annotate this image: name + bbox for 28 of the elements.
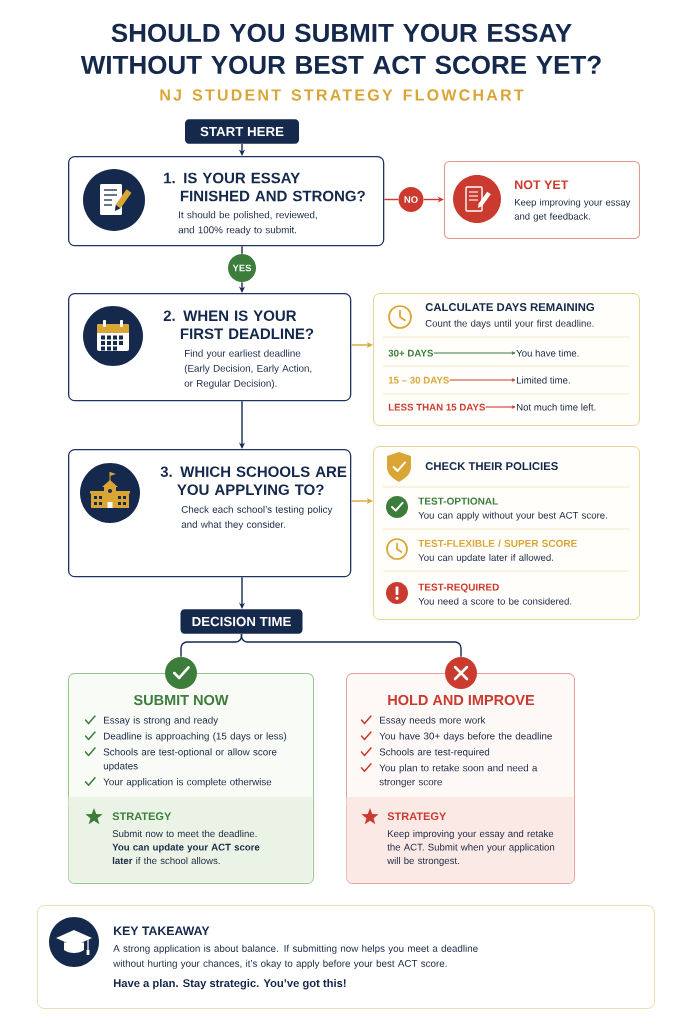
arrow — [433, 351, 516, 355]
policy-text: TEST-FLEXIBLE / SUPER SCORE You can update later if allowed. — [418, 539, 577, 563]
arrow — [448, 378, 516, 382]
range-note: Limited time. — [517, 376, 570, 384]
step-pill: DECISION TIME — [180, 609, 303, 634]
answer-badge: YES — [228, 254, 256, 282]
connector-line — [240, 633, 462, 658]
day-range-label: LESS THAN 15 DAYS — [388, 403, 485, 411]
day-range-label: 15 – 30 DAYS — [388, 376, 449, 384]
strategy-panel: STRATEGY Keep improving your essay and retake the ACT. Submit when your application will be strongest. — [346, 797, 574, 883]
title: SHOULD YOU SUBMIT YOUR ESSAY WITHOUT YOUR BEST ACT SCORE YET? — [80, 23, 601, 75]
range-note: Not much time left. — [517, 403, 596, 411]
subtitle: NJ STUDENT STRATEGY FLOWCHART — [160, 89, 524, 101]
policy-text: TEST-OPTIONAL You can apply without your best ACT score. — [418, 497, 607, 521]
arrow — [485, 405, 516, 409]
connector-line — [241, 245, 243, 255]
question-box: 3. WHICH SCHOOLS ARE YOU APPLYING TO? Check each school’s testing policy and what they consider. — [68, 449, 352, 578]
check-icon — [165, 657, 197, 689]
range-note: You have time. — [516, 349, 579, 357]
strategy-panel: STRATEGY Submit now to meet the deadline. You can update your ACT score later if the school allows. — [68, 797, 313, 883]
answer-badge: NO — [398, 187, 424, 212]
cross-icon — [445, 657, 477, 689]
takeaway-box: KEY TAKEAWAY A strong application is about balance. If submitting now helps you meet a deadline without hurting your chances, it’s okay to apply before your best ACT score. Have a plan. Stay strategic. You’ve got this! — [37, 905, 655, 1009]
policy-text: TEST-REQUIRED You need a score to be considered. — [418, 583, 572, 605]
connector-line — [383, 198, 399, 201]
question-box: 2. WHEN IS YOUR FIRST DEADLINE? Find your earliest deadline (Early Decision, Early Action, or Regular Decision). — [68, 293, 352, 402]
day-range-label: 30+ DAYS — [388, 349, 434, 357]
step-pill: START HERE — [185, 119, 299, 144]
